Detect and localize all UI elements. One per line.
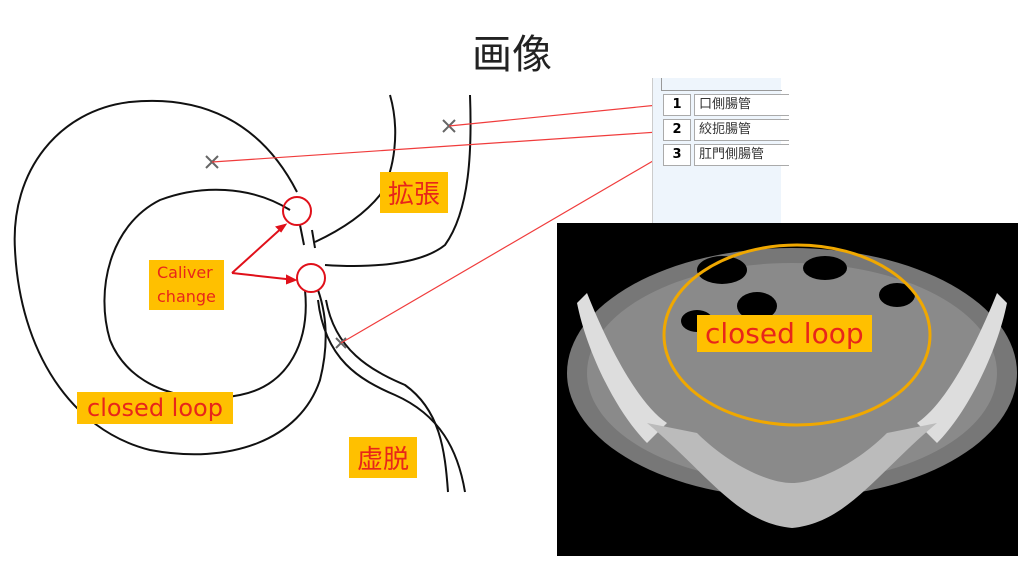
ct-abdomen (587, 263, 997, 483)
caliber-change-circle (282, 196, 312, 226)
segment-name: 肛門側腸管 (694, 144, 789, 166)
ct-bowel-gas (737, 292, 777, 320)
caliber-change-arrow-lines (231, 224, 296, 281)
dilated-bowel-line (314, 94, 397, 243)
ct-bowel-gas (697, 256, 747, 284)
segment-name: 口側腸管 (694, 94, 789, 116)
ct-bowel-gas (879, 283, 915, 307)
leader-line-segment-2 (211, 131, 659, 163)
segment-number: 2 (663, 119, 691, 141)
ct-scan-graphic (567, 243, 1017, 528)
ct-closed-loop-label: closed loop (697, 315, 872, 352)
segment-number: 3 (663, 144, 691, 166)
segment-number: 1 (663, 94, 691, 116)
arrowhead-icon (275, 223, 298, 285)
collapsed-bowel-line (317, 299, 466, 493)
panel-header-divider (661, 78, 782, 91)
dilation-label: 拡張 (380, 172, 449, 213)
caliber-change-label: Caliver change (149, 260, 224, 310)
segment-name: 絞扼腸管 (694, 119, 789, 141)
leader-line-segment-1 (448, 104, 659, 127)
outer-loop-line (13, 99, 327, 456)
slide-title: 画像 (472, 32, 552, 78)
collapsed-bowel-line (325, 299, 449, 493)
ct-image: closed loop (557, 223, 1018, 556)
caliber-change-circle (296, 263, 326, 293)
ct-bowel-gas (803, 256, 847, 280)
closed-loop-label: closed loop (77, 392, 233, 424)
closed-loop-ellipse (662, 243, 932, 427)
caliber-change-stub-line (299, 224, 316, 249)
ct-right-iliac-bone (917, 293, 1007, 443)
ct-left-iliac-bone (577, 293, 667, 443)
inner-loop-line (103, 188, 307, 399)
leader-line-segment-3 (340, 157, 659, 344)
collapse-label: 虚脱 (349, 437, 418, 478)
ct-sacrum (647, 423, 937, 528)
